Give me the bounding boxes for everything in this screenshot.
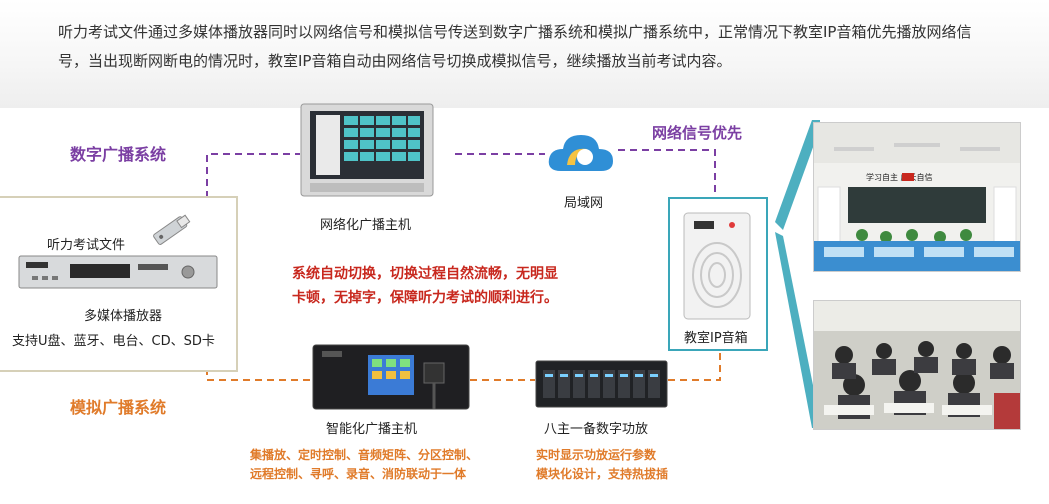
- speaker-callout: [775, 120, 820, 230]
- smart-host-device: [312, 343, 470, 413]
- ip-speaker-icon: [683, 212, 751, 320]
- digital-signal-line: [206, 153, 300, 198]
- smart-host-features-line2: 远程控制、寻呼、录音、消防联动于一体: [250, 467, 467, 481]
- classroom-poster-text: 学习自主 成长自信: [866, 172, 933, 182]
- network-priority-title: 网络信号优先: [652, 124, 743, 142]
- amplifier-icon: [535, 360, 668, 408]
- exam-room-photo: [813, 300, 1021, 430]
- smart-host-features: 集播放、定时控制、音频矩阵、分区控制、 远程控制、寻呼、录音、消防联动于一体: [250, 446, 478, 484]
- media-player-icon: [18, 255, 218, 289]
- media-support-label: 支持U盘、蓝牙、电台、CD、SD卡: [12, 334, 215, 349]
- smart-host-label: 智能化广播主机: [326, 422, 418, 437]
- amplifier-features-line2: 模块化设计，支持热拔插: [536, 467, 669, 481]
- amp-to-speaker-line: [668, 348, 721, 381]
- ip-speaker-frame: 教室IP音箱: [668, 197, 768, 351]
- lan-label: 局域网: [564, 196, 604, 211]
- smart-host-icon: [312, 344, 470, 410]
- network-host-icon: [300, 103, 434, 197]
- digital-system-title: 数字广播系统: [70, 145, 167, 164]
- network-host-label: 网络化广播主机: [320, 218, 412, 233]
- switching-note-line2: 卡顿，无掉字，保障听力考试的顺利进行。: [292, 290, 558, 306]
- ip-speaker-label: 教室IP音箱: [684, 331, 748, 346]
- usb-drive-icon: [153, 214, 191, 245]
- intro-paragraph: 听力考试文件通过多媒体播放器同时以网络信号和模拟信号传送到数字广播系统和模拟广播…: [58, 23, 972, 70]
- cloud-icon: [548, 135, 613, 171]
- media-player-device: [18, 254, 218, 290]
- analog-system-title: 模拟广播系统: [70, 398, 167, 417]
- classroom-image: 学习自主 成长自信: [814, 123, 1020, 271]
- speaker-callout-lower: [775, 232, 820, 428]
- media-player-label: 多媒体播放器: [84, 309, 163, 324]
- exam-room-image: [814, 301, 1020, 429]
- analog-signal-line: [206, 368, 312, 381]
- classroom-photo: 学习自主 成长自信: [813, 122, 1021, 272]
- smart-host-features-line1: 集播放、定时控制、音频矩阵、分区控制、: [250, 448, 479, 462]
- switching-note-line1: 系统自动切换，切换过程自然流畅，无明显: [292, 266, 558, 282]
- intro-band: [0, 0, 1049, 108]
- lan-to-speaker-line: [618, 149, 716, 197]
- exam-file-label: 听力考试文件: [47, 238, 126, 253]
- lan-cloud: [545, 127, 617, 179]
- amplifier-device: [535, 360, 668, 408]
- switching-note: 系统自动切换，切换过程自然流畅，无明显 卡顿，无掉字，保障听力考试的顺利进行。: [292, 262, 558, 310]
- usb-drive: [147, 210, 195, 250]
- amplifier-features-line1: 实时显示功放运行参数: [536, 448, 657, 462]
- amplifier-label: 八主一备数字功放: [544, 422, 649, 437]
- network-host-device: [300, 103, 434, 197]
- amplifier-features: 实时显示功放运行参数 模块化设计，支持热拔插: [536, 446, 668, 484]
